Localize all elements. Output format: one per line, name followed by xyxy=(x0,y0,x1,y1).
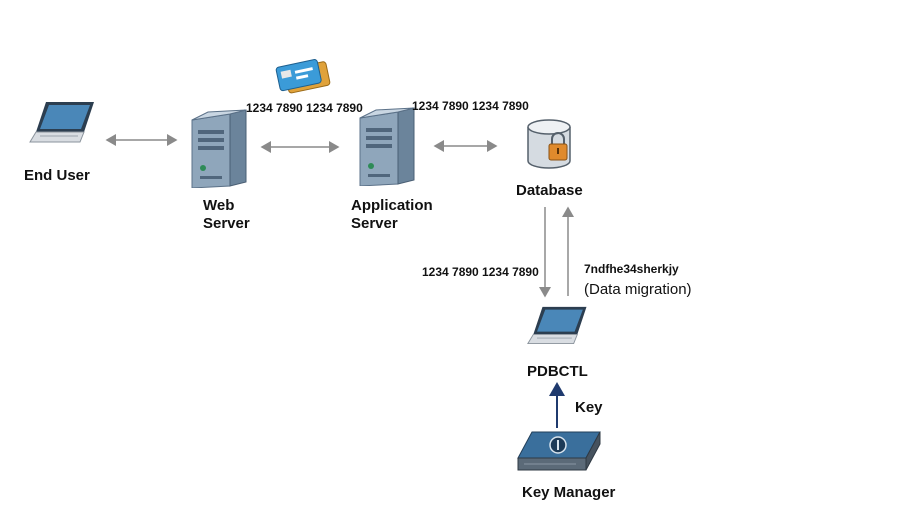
server-tower-icon xyxy=(191,109,247,188)
credit-card-icon xyxy=(275,59,331,94)
key-label: Key xyxy=(575,399,603,416)
key-manager-appliance-icon xyxy=(517,431,601,471)
web-server-label-line2: Server xyxy=(203,215,250,232)
pdbctl-label: PDBCTL xyxy=(527,363,588,380)
web-app-data-label: 1234 7890 1234 7890 xyxy=(246,101,363,115)
database-lock-icon xyxy=(527,119,571,169)
server-tower-icon xyxy=(359,107,415,186)
app-server-label-line1: Application xyxy=(351,197,433,214)
web-server-label-line1: Web xyxy=(203,197,235,214)
app-server-label-line2: Server xyxy=(351,215,398,232)
database-label: Database xyxy=(516,182,583,199)
data-migration-label: (Data migration) xyxy=(584,281,692,298)
end-user-label: End User xyxy=(24,167,90,184)
laptop-icon xyxy=(527,306,587,345)
encrypted-data-label: 7ndfhe34sherkjy xyxy=(584,262,679,276)
db-pdbctl-data-label: 1234 7890 1234 7890 xyxy=(422,265,539,279)
laptop-icon xyxy=(29,102,94,143)
app-db-data-label: 1234 7890 1234 7890 xyxy=(412,99,529,113)
key-manager-label: Key Manager xyxy=(522,484,616,501)
